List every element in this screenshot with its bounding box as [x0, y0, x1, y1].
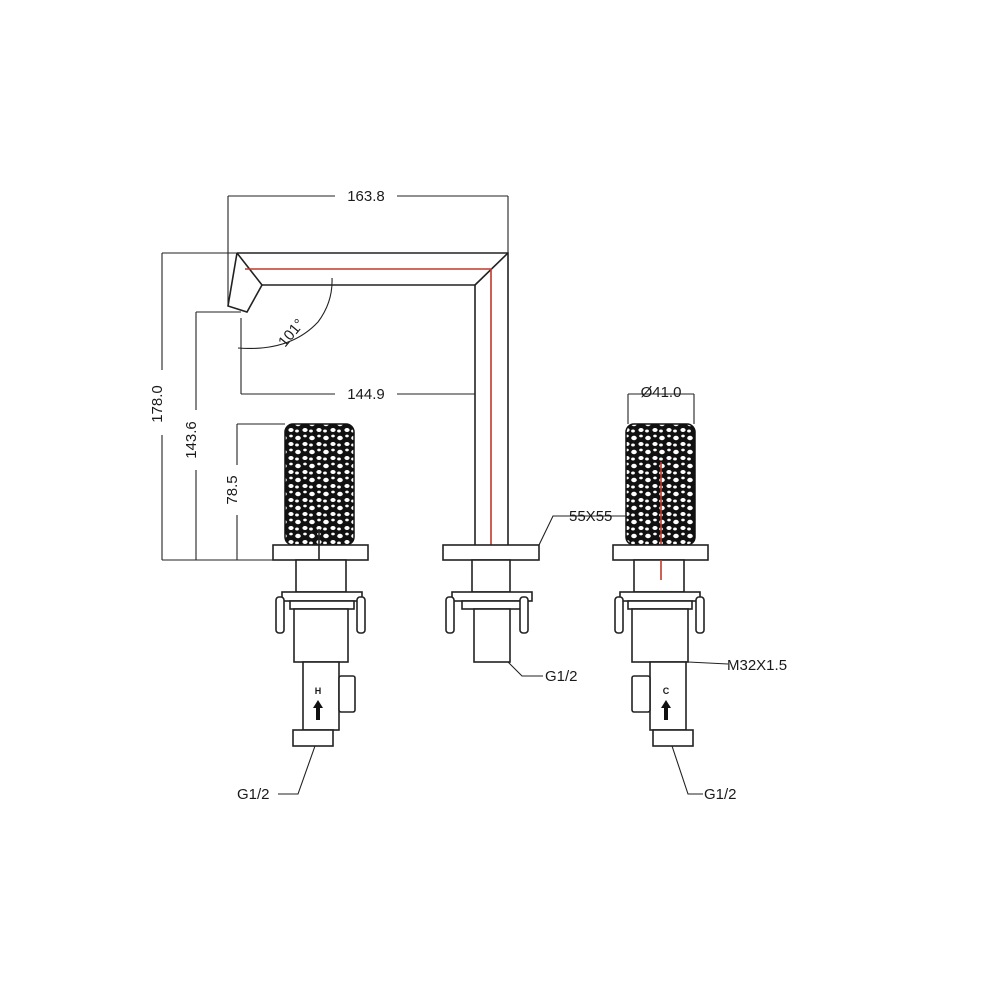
dim-spout-reach-text: 144.9	[347, 386, 385, 403]
hot-handle-assembly: H	[272, 423, 369, 747]
callout-hot-inlet-text: G1/2	[237, 786, 270, 803]
cold-handle-assembly: C	[612, 423, 709, 747]
hot-flow-arrow-icon	[313, 700, 323, 720]
callout-spout-inlet: G1/2	[507, 661, 578, 685]
spout	[227, 252, 509, 560]
dim-outlet-height: 143.6	[183, 311, 241, 560]
dim-spout-reach: 144.9	[240, 318, 475, 403]
dim-handle-diameter-text: Ø41.0	[641, 384, 682, 401]
spout-centerline	[245, 268, 492, 560]
hot-handle-knurl	[284, 423, 355, 546]
dim-outlet-height-text: 143.6	[183, 421, 200, 459]
hot-mark: H	[315, 686, 322, 696]
spout-base	[442, 544, 540, 663]
callout-base-size-text: 55X55	[569, 508, 612, 525]
dim-spout-width: 163.8	[227, 188, 509, 306]
callout-hot-inlet: G1/2	[237, 745, 316, 803]
callout-mount-thread-text: M32X1.5	[727, 657, 787, 674]
cold-mark: C	[663, 686, 670, 696]
cold-flow-arrow-icon	[661, 700, 671, 720]
dim-spout-angle: 101°	[237, 277, 333, 350]
callout-cold-inlet-text: G1/2	[704, 786, 737, 803]
callout-cold-inlet: G1/2	[671, 745, 737, 803]
callout-spout-inlet-text: G1/2	[545, 668, 578, 685]
dim-handle-diameter: Ø41.0	[627, 384, 695, 424]
dim-handle-height: 78.5	[224, 423, 285, 560]
dim-overall-height: 178.0	[149, 252, 273, 561]
callout-base-size: 55X55	[538, 508, 627, 546]
dim-spout-width-text: 163.8	[347, 188, 385, 205]
callout-mount-thread: M32X1.5	[687, 657, 787, 674]
dim-handle-height-text: 78.5	[224, 475, 241, 504]
dim-overall-height-text: 178.0	[149, 385, 166, 423]
